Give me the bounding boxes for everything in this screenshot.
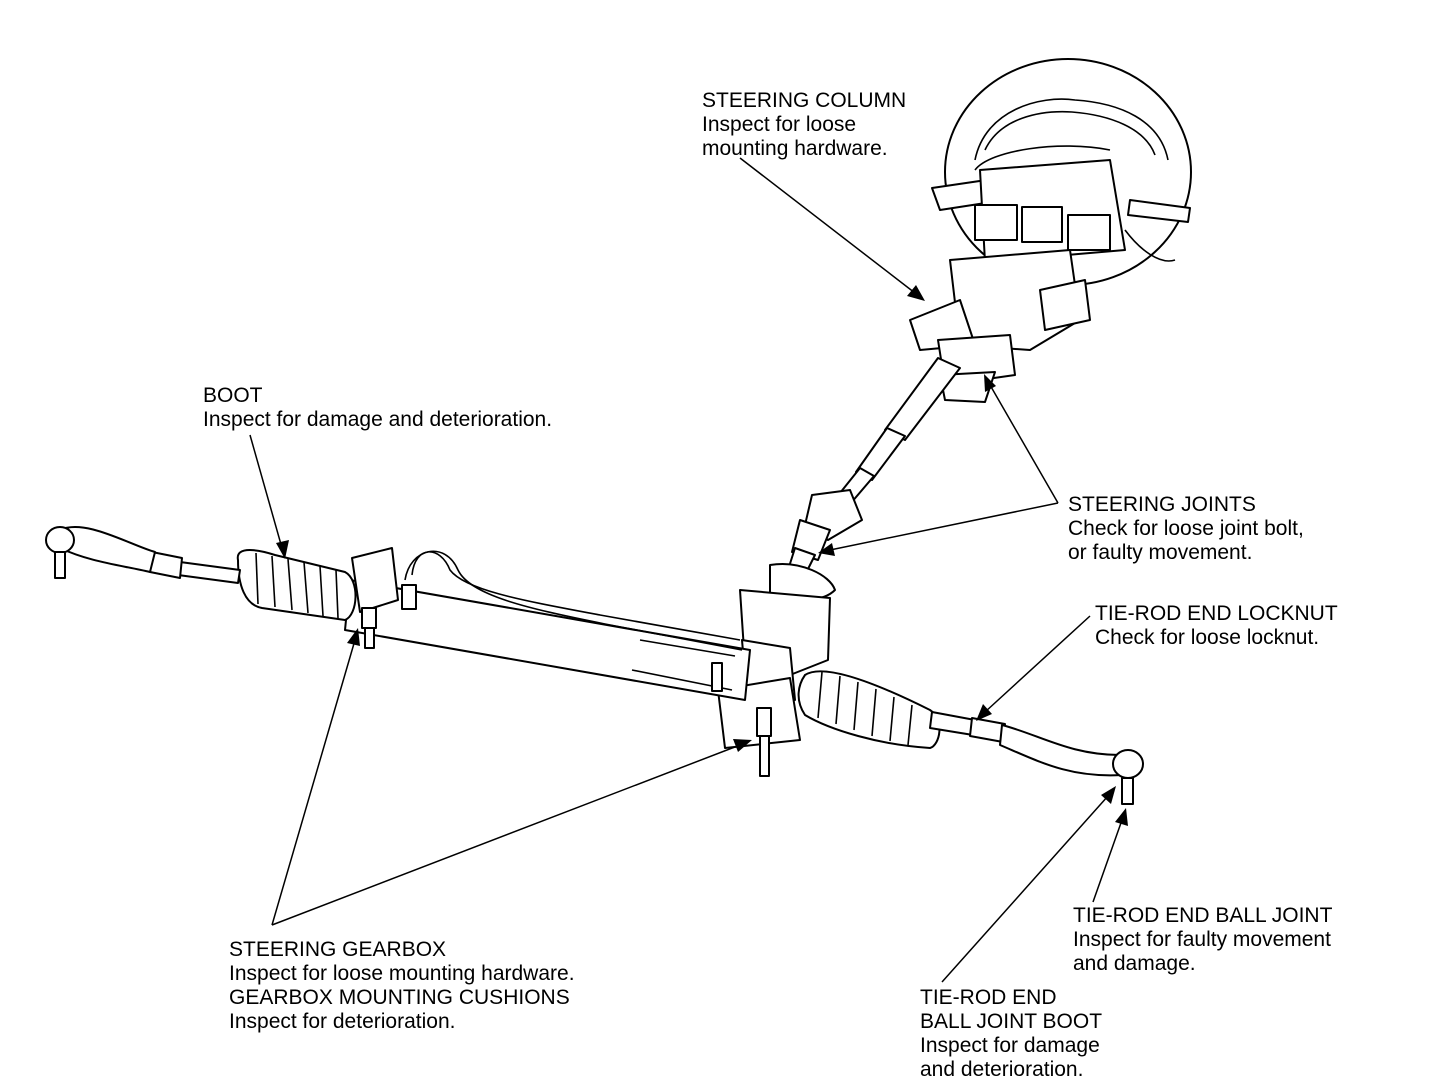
label-steering-gearbox-line-1: Inspect for loose mounting hardware. [229,962,575,985]
label-boot-line-1: Inspect for damage and deterioration. [203,408,553,431]
label-boot-title: BOOT [203,384,263,407]
label-steering-column: STEERING COLUMN Inspect for loose mounti… [702,89,906,161]
leader-boot [249,434,289,559]
label-tie-rod-end-ball-joint-boot-line-1: BALL JOINT BOOT [920,1010,1103,1033]
label-boot: BOOT Inspect for damage and deterioratio… [203,384,552,432]
steering-joint [787,489,863,576]
label-steering-column-line-1: Inspect for loose [702,113,857,136]
label-tie-rod-end-ball-joint-line-2: and damage. [1073,952,1196,975]
label-tie-rod-end-ball-joint-title: TIE-ROD END BALL JOINT [1073,904,1333,927]
label-steering-gearbox-title: STEERING GEARBOX [229,938,447,961]
label-tie-rod-end-ball-joint-boot: TIE-ROD END BALL JOINT BOOT Inspect for … [920,986,1102,1082]
leader-steering-joints-lower [818,502,1059,556]
hydraulic-lines [404,550,743,651]
label-tie-rod-end-ball-joint-boot-title: TIE-ROD END [920,986,1057,1009]
label-tie-rod-end-ball-joint-boot-line-2: Inspect for damage [920,1034,1100,1057]
leader-gearbox-left [271,628,360,926]
label-tie-rod-end-ball-joint: TIE-ROD END BALL JOINT Inspect for fault… [1073,904,1332,976]
leader-gearbox-right [271,739,752,926]
leader-ball-joint-boot [941,786,1116,983]
gearbox-mounting-bracket [351,547,417,649]
right-tie-rod [929,711,1144,805]
leader-steering-column [739,157,925,301]
leader-ball-joint [1092,808,1128,903]
label-steering-joints-title: STEERING JOINTS [1068,493,1256,516]
label-tie-rod-end-locknut-title: TIE-ROD END LOCKNUT [1095,602,1338,625]
steering-column [831,159,1191,511]
label-tie-rod-end-locknut: TIE-ROD END LOCKNUT Check for loose lock… [1095,602,1338,650]
left-tie-rod [45,525,241,584]
leader-steering-joints-upper [984,374,1059,504]
label-tie-rod-end-ball-joint-boot-line-3: and deterioration. [920,1058,1084,1081]
leader-tie-rod-end-locknut [976,615,1091,721]
label-steering-column-line-2: mounting hardware. [702,137,888,160]
left-boot [236,549,357,621]
label-steering-joints-line-2: or faulty movement. [1068,541,1253,564]
right-boot [797,670,941,749]
label-steering-gearbox: STEERING GEARBOX Inspect for loose mount… [229,938,575,1034]
label-steering-column-title: STEERING COLUMN [702,89,907,112]
label-tie-rod-end-ball-joint-line-1: Inspect for faulty movement [1073,928,1331,951]
label-steering-joints-line-1: Check for loose joint bolt, [1068,517,1304,540]
label-steering-joints: STEERING JOINTS Check for loose joint bo… [1068,493,1304,565]
label-tie-rod-end-locknut-line-1: Check for loose locknut. [1095,626,1320,649]
label-steering-gearbox-line-2: GEARBOX MOUNTING CUSHIONS [229,986,570,1009]
label-steering-gearbox-line-3: Inspect for deterioration. [229,1010,456,1033]
